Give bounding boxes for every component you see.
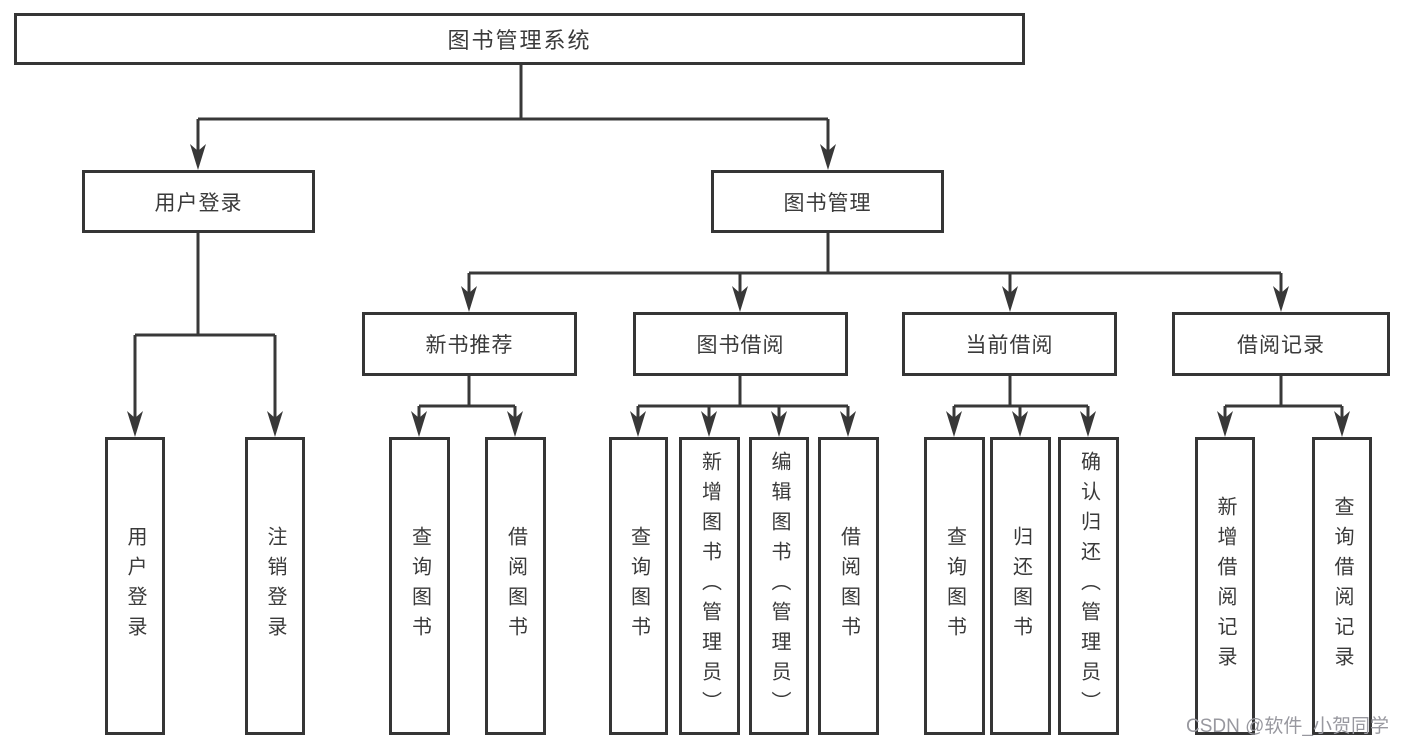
node-label: 编辑图书（管理员） [768,451,790,721]
node-label: 图书借阅 [696,334,785,357]
csdn-watermark: CSDN @软件_小贺同学 [1186,716,1389,737]
node-user-login: 用户登录 [82,170,315,233]
node-label: 借阅图书 [837,526,860,646]
node-label: 新书推荐 [425,334,514,357]
node-library-management-system: 图书管理系统 [14,13,1025,65]
node-label: 图书管理系统 [447,28,592,53]
leaf-return-book: 归还图书 [990,437,1051,735]
connector-root-to-level2 [190,64,836,170]
node-label: 查询图书 [943,526,966,646]
leaf-query-book-3: 查询图书 [924,437,985,735]
connector-user-login-to-leaves [127,232,283,437]
node-label: 查询借阅记录 [1331,496,1353,676]
node-book-management: 图书管理 [711,170,944,233]
leaf-query-book-2: 查询图书 [609,437,668,735]
leaf-user-login: 用户登录 [105,437,165,735]
node-label: 借阅图书 [504,526,527,646]
leaf-add-book-admin: 新增图书（管理员） [679,437,740,735]
leaf-borrow-book-2: 借阅图书 [818,437,879,735]
leaf-edit-book-admin: 编辑图书（管理员） [749,437,809,735]
node-label: 查询图书 [627,526,650,646]
leaf-add-borrow-record: 新增借阅记录 [1195,437,1255,735]
leaf-logout: 注销登录 [245,437,305,735]
node-label: 借阅记录 [1237,334,1325,357]
node-new-book-recommend: 新书推荐 [362,312,577,376]
node-current-borrow: 当前借阅 [902,312,1117,376]
connector-borrow-records-to-leaves [1217,375,1350,437]
connector-new-book-recommend-to-leaves [411,375,523,437]
node-borrow-records: 借阅记录 [1172,312,1390,376]
leaf-borrow-book-1: 借阅图书 [485,437,546,735]
connector-book-borrow-to-leaves [630,375,856,437]
node-label: 新增图书（管理员） [698,451,721,721]
node-label: 查询图书 [408,526,431,646]
node-label: 注销登录 [264,526,286,646]
node-label: 用户登录 [154,191,243,215]
connector-book-management-to-level3 [461,232,1289,312]
node-label: 用户登录 [124,526,146,646]
leaf-confirm-return-admin: 确认归还（管理员） [1058,437,1119,735]
node-label: 图书管理 [783,191,872,215]
connector-current-borrow-to-leaves [946,375,1096,437]
leaf-query-book-1: 查询图书 [389,437,450,735]
node-book-borrow: 图书借阅 [633,312,848,376]
leaf-query-borrow-record: 查询借阅记录 [1312,437,1372,735]
node-label: 确认归还（管理员） [1077,451,1100,721]
node-label: 新增借阅记录 [1214,496,1236,676]
node-label: 归还图书 [1009,526,1032,646]
node-label: 当前借阅 [965,334,1054,357]
